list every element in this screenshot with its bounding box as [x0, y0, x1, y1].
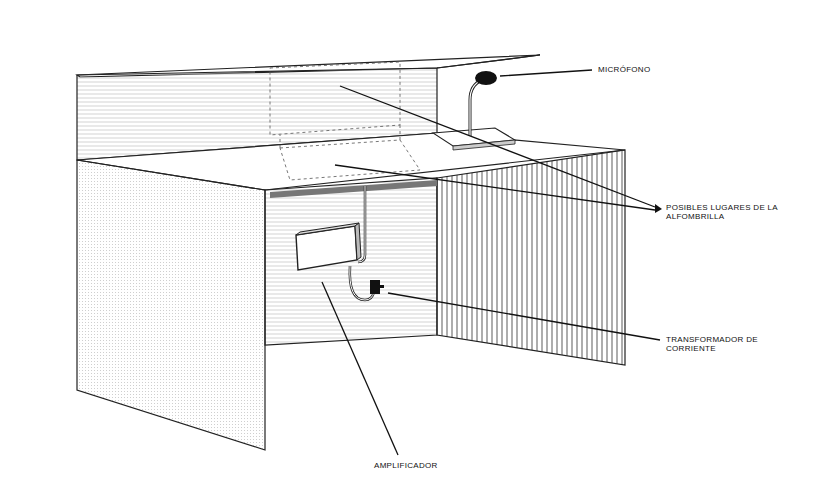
label-amplifier: AMPLIFICADOR: [372, 460, 440, 471]
label-transformer: TRANSFORMADOR DE CORRIENTE: [664, 334, 760, 354]
label-microphone: MICRÓFONO: [596, 64, 652, 75]
label-mat-locations: POSIBLES LUGARES DE LA ALFOMBRILLA: [664, 202, 786, 222]
